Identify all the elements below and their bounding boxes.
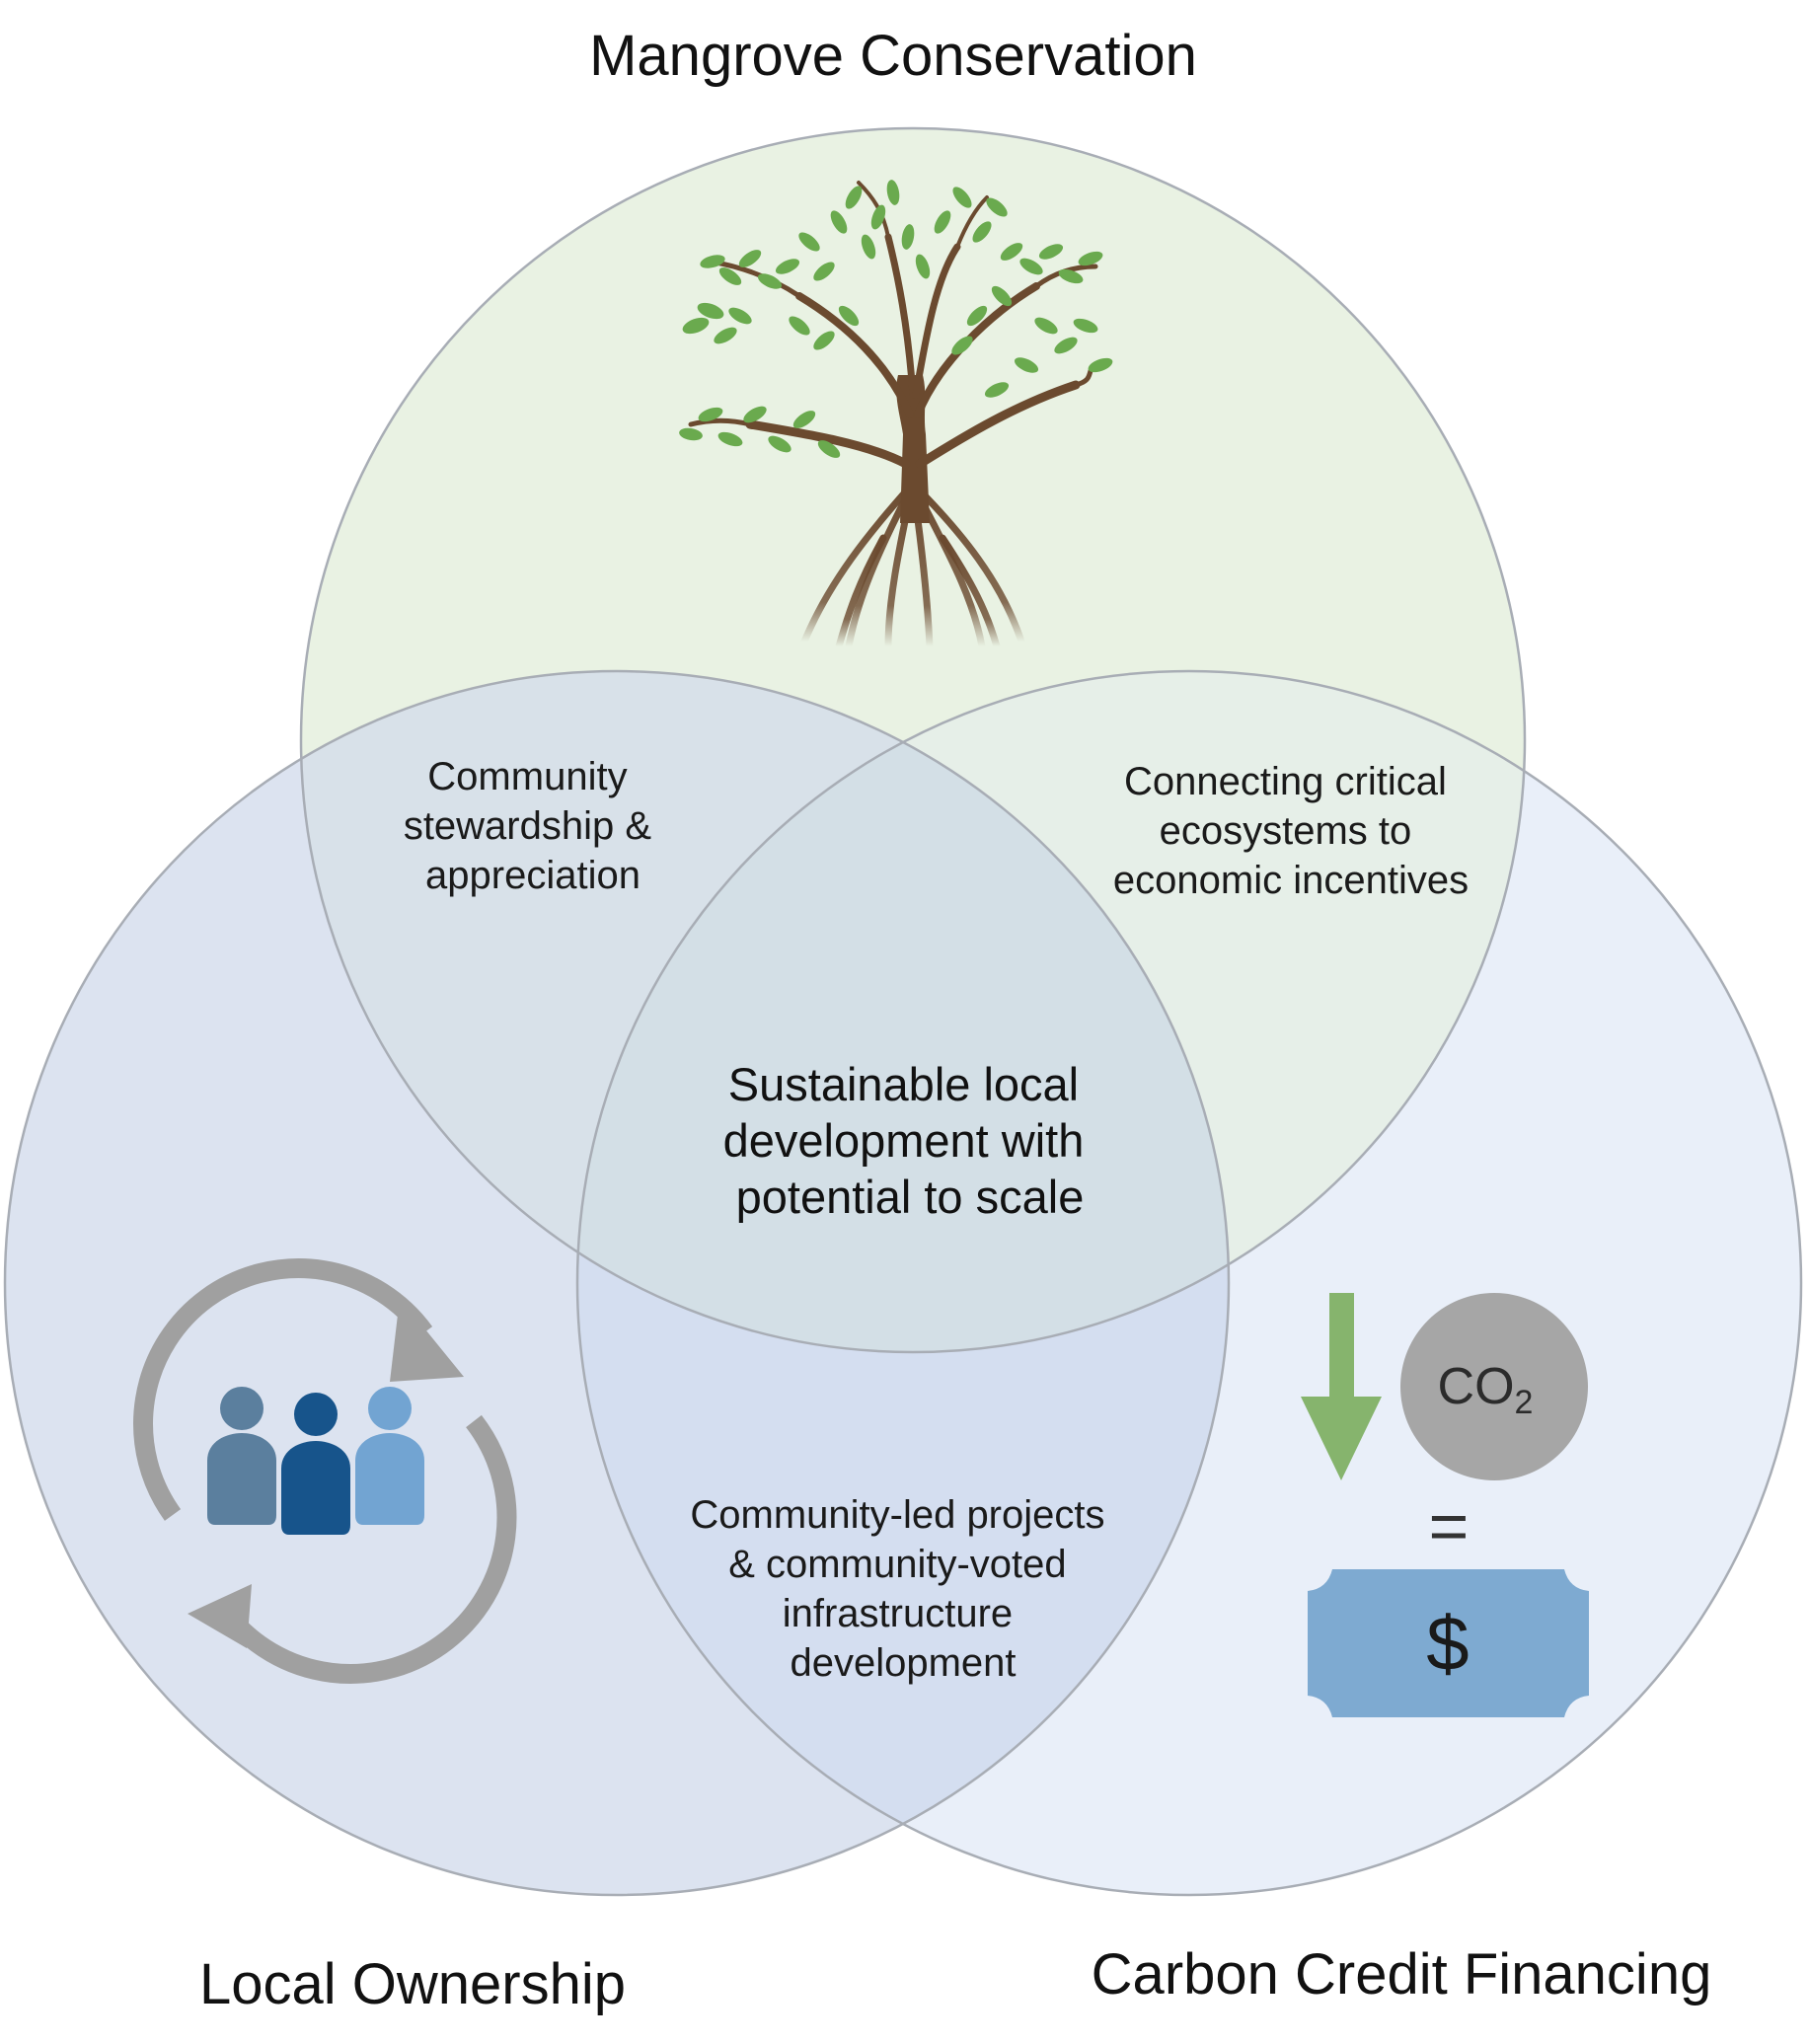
dollar-sign: $ <box>1426 1600 1469 1687</box>
dollar-bill-icon: $ <box>1308 1569 1589 1717</box>
mangrove-tree-icon <box>679 180 1113 650</box>
co2-sub-label: 2 <box>1515 1384 1534 1421</box>
down-arrow-icon <box>1301 1293 1382 1480</box>
overlap-bottom-text: Community-led projects & community-voted… <box>690 1493 1115 1685</box>
carbon-credit-circle-outline <box>575 669 1803 1897</box>
overlap-center <box>577 671 1229 1352</box>
center-text: Sustainable local development with poten… <box>723 1058 1097 1223</box>
person-icon-1 <box>207 1387 276 1525</box>
title-mangrove-conservation: Mangrove Conservation <box>589 24 1197 88</box>
mangrove-circle-outline <box>299 126 1527 1354</box>
overlap-top-left-text: Community stewardship & appreciation <box>404 755 662 897</box>
title-carbon-credit-financing: Carbon Credit Financing <box>1092 1942 1712 2006</box>
overlap-top-right-text: Connecting critical ecosystems to econom… <box>1113 760 1469 902</box>
title-local-ownership: Local Ownership <box>199 1952 626 2016</box>
co2-main-label: CO <box>1438 1358 1515 1415</box>
local-ownership-circle-outline <box>3 669 1231 1897</box>
equals-sign: = <box>1429 1487 1470 1564</box>
community-cycle-icon <box>133 1258 517 1685</box>
person-icon-3 <box>355 1387 424 1525</box>
co2-icon: CO2 <box>1400 1293 1588 1480</box>
person-icon-2 <box>281 1393 350 1535</box>
svg-text:CO2: CO2 <box>1438 1358 1534 1421</box>
